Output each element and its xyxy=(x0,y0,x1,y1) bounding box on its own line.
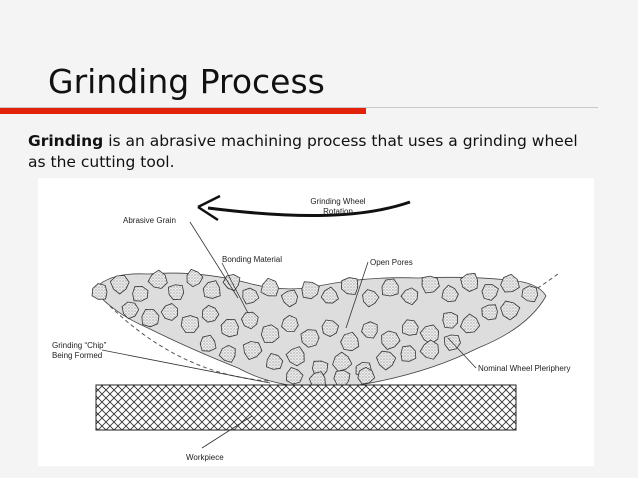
abrasive-grain-shape xyxy=(301,281,320,300)
grinding-diagram: Grinding Wheel Rotation Abrasive Grain B… xyxy=(38,178,594,466)
title-accent-bar xyxy=(0,108,366,114)
leader-workpiece xyxy=(201,415,253,449)
abrasive-grain-shape xyxy=(260,324,280,343)
abrasive-grain-shape xyxy=(402,319,419,336)
abrasive-grain-shape xyxy=(202,280,221,299)
leader-periphery xyxy=(447,337,477,369)
abrasive-grain-shape xyxy=(357,366,376,385)
abrasive-grain-shape xyxy=(419,324,440,345)
abrasive-grains xyxy=(91,268,539,389)
abrasive-grain-shape xyxy=(381,330,401,350)
intro-sentence: is an abrasive machining process that us… xyxy=(28,132,578,171)
abrasive-grain-shape xyxy=(481,304,498,321)
abrasive-grain-shape xyxy=(375,350,397,371)
abrasive-grain-shape xyxy=(180,315,200,334)
abrasive-grain-shape xyxy=(121,301,140,320)
rotation-arrow xyxy=(207,200,411,218)
abrasive-grain-shape xyxy=(201,304,220,323)
abrasive-grain-shape xyxy=(320,286,339,304)
abrasive-grain-shape xyxy=(160,303,179,321)
page-title: Grinding Process xyxy=(48,62,325,101)
label-bonding-material: Bonding Material xyxy=(222,255,282,264)
workpiece-block xyxy=(95,384,517,431)
abrasive-grain-shape xyxy=(321,319,340,337)
abrasive-grain-shape xyxy=(280,289,299,308)
abrasive-grain-shape xyxy=(265,353,284,370)
rotation-arrowhead xyxy=(197,194,221,222)
abrasive-grain-shape xyxy=(421,275,440,294)
abrasive-grain-shape xyxy=(242,341,263,360)
abrasive-grain-shape xyxy=(500,300,521,321)
label-abrasive-grain: Abrasive Grain xyxy=(123,216,176,225)
leader-abrasive-grain xyxy=(189,221,239,299)
label-workpiece: Workpiece xyxy=(186,453,224,462)
abrasive-grain-shape xyxy=(362,289,380,308)
abrasive-grain-shape xyxy=(308,371,326,389)
intro-bold-term: Grinding xyxy=(28,132,104,150)
abrasive-grain-shape xyxy=(521,285,539,303)
abrasive-grain-shape xyxy=(260,277,280,297)
abrasive-grain-shape xyxy=(222,274,241,292)
abrasive-grain-shape xyxy=(340,331,360,352)
intro-text: Grinding is an abrasive machining proces… xyxy=(28,131,588,173)
abrasive-grain-shape xyxy=(361,321,378,339)
abrasive-grain-shape xyxy=(400,345,417,362)
label-chip-2: Being Formed xyxy=(52,351,102,360)
abrasive-grain-shape xyxy=(147,269,168,289)
title-divider xyxy=(0,107,598,108)
abrasive-grain-shape xyxy=(167,284,185,301)
abrasive-grain-shape xyxy=(419,339,439,360)
abrasive-grain-shape xyxy=(199,334,217,352)
grinding-diagram-svg: Grinding Wheel Rotation Abrasive Grain B… xyxy=(52,194,570,462)
abrasive-grain-shape xyxy=(281,314,299,332)
label-rotation-1: Grinding Wheel xyxy=(310,197,365,206)
abrasive-grain-shape xyxy=(186,268,204,288)
abrasive-grain-shape xyxy=(300,329,320,348)
abrasive-grain-shape xyxy=(459,313,481,334)
label-periphery: Nominal Wheel Pleriphery xyxy=(478,364,570,373)
abrasive-grain-shape xyxy=(381,278,399,297)
leader-grinding-chip xyxy=(101,349,271,384)
label-chip-1: Grinding “Chip” xyxy=(52,341,107,350)
label-rotation-2: Rotation xyxy=(323,207,353,216)
abrasive-grain-shape xyxy=(481,284,499,301)
abrasive-grain-shape xyxy=(141,308,160,328)
abrasive-grain-shape xyxy=(218,344,236,363)
abrasive-grain-shape xyxy=(286,367,304,385)
abrasive-grain-shape xyxy=(441,284,459,303)
abrasive-grain-shape xyxy=(109,275,130,295)
leader-open-pores xyxy=(345,261,369,329)
abrasive-grain-shape xyxy=(285,346,305,367)
leader-bonding-material xyxy=(221,262,249,314)
abrasive-grain-shape xyxy=(400,287,419,306)
abrasive-grain-shape xyxy=(220,319,239,338)
label-open-pores: Open Pores xyxy=(370,258,413,267)
abrasive-grain-shape xyxy=(341,277,359,295)
abrasive-grain-shape xyxy=(460,272,479,292)
abrasive-grain-shape xyxy=(240,311,259,330)
abrasive-grain-shape xyxy=(91,283,108,300)
abrasive-grain-shape xyxy=(242,287,260,305)
abrasive-grain-shape xyxy=(132,285,149,302)
abrasive-grain-shape xyxy=(500,273,520,293)
abrasive-grain-shape xyxy=(442,311,458,329)
